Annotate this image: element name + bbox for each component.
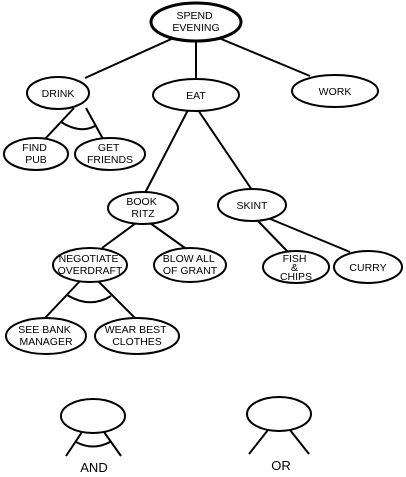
node-find-pub-label: FIND PUB: [22, 142, 49, 166]
edge-book-ritz-blow-all-of-grant: [149, 222, 186, 249]
edge-drink-find-pub: [44, 107, 75, 140]
node-get-friends-label: GET FRIENDS: [87, 142, 133, 166]
legend-and: AND: [60, 398, 126, 475]
node-wear-best-clothes: WEAR BEST CLOTHES: [94, 317, 180, 355]
node-book-ritz-label: BOOK RITZ: [126, 196, 159, 220]
edge-drink-get-friends: [85, 107, 104, 140]
node-drink-label: DRINK: [42, 88, 75, 100]
node-fish-chips: FISH & CHIPS: [262, 250, 330, 284]
node-see-bank-manager-label: SEE BANK MANAGER: [18, 324, 73, 348]
legend-or-left-branch: [248, 429, 269, 455]
legend-or: OR: [246, 396, 312, 473]
legend-or-label: OR: [271, 458, 291, 473]
edge-spend-evening-work: [213, 35, 311, 77]
edge-skint-curry: [267, 217, 351, 253]
node-see-bank-manager: SEE BANK MANAGER: [5, 317, 87, 355]
node-drink: DRINK: [26, 76, 90, 110]
edge-negotiate-overdraft-see-bank-manager: [44, 280, 81, 319]
edge-book-ritz-negotiate-overdraft: [101, 222, 137, 249]
and-arc-negotiate-overdraft: [66, 294, 112, 304]
node-fish-chips-label: FISH & CHIPS: [280, 253, 312, 283]
legend-and-node: [60, 398, 126, 434]
edge-negotiate-overdraft-wear-best-clothes: [97, 280, 136, 319]
legend-and-left-branch: [65, 431, 83, 457]
node-book-ritz: BOOK RITZ: [107, 191, 179, 225]
node-blow-all-of-grant-label: BLOW ALL OF GRANT: [163, 253, 218, 277]
node-work: WORK: [291, 74, 379, 108]
node-skint-label: SKINT: [237, 200, 269, 212]
legend-and-arc: [75, 441, 111, 448]
legend-or-right-branch: [289, 429, 310, 455]
node-negotiate-overdraft: NEGOTIATE OVERDRAFT: [52, 247, 128, 283]
node-blow-all-of-grant: BLOW ALL OF GRANT: [153, 247, 227, 283]
legend-and-label: AND: [80, 460, 107, 475]
and-arc-drink: [60, 121, 96, 131]
edge-eat-skint: [197, 109, 253, 191]
edge-skint-fish-chips: [257, 220, 289, 253]
node-find-pub: FIND PUB: [3, 137, 69, 171]
node-get-friends: GET FRIENDS: [74, 137, 146, 171]
node-spend-evening: SPEND EVENING: [149, 1, 243, 43]
node-wear-best-clothes-label: WEAR BEST CLOTHES: [105, 324, 170, 348]
node-eat-label: EAT: [186, 90, 206, 102]
node-spend-evening-label: SPEND EVENING: [172, 10, 219, 34]
node-negotiate-overdraft-label: NEGOTIATE OVERDRAFT: [58, 253, 123, 277]
legend-and-right-branch: [103, 431, 122, 457]
node-skint: SKINT: [217, 188, 287, 222]
edge-spend-evening-drink: [84, 35, 179, 79]
node-eat: EAT: [152, 78, 240, 112]
edge-eat-book-ritz: [144, 109, 189, 194]
node-work-label: WORK: [319, 86, 352, 98]
node-curry-label: CURRY: [349, 262, 386, 274]
node-curry: CURRY: [333, 250, 403, 284]
legend-or-node: [246, 396, 312, 432]
tree-edges: [44, 35, 351, 319]
